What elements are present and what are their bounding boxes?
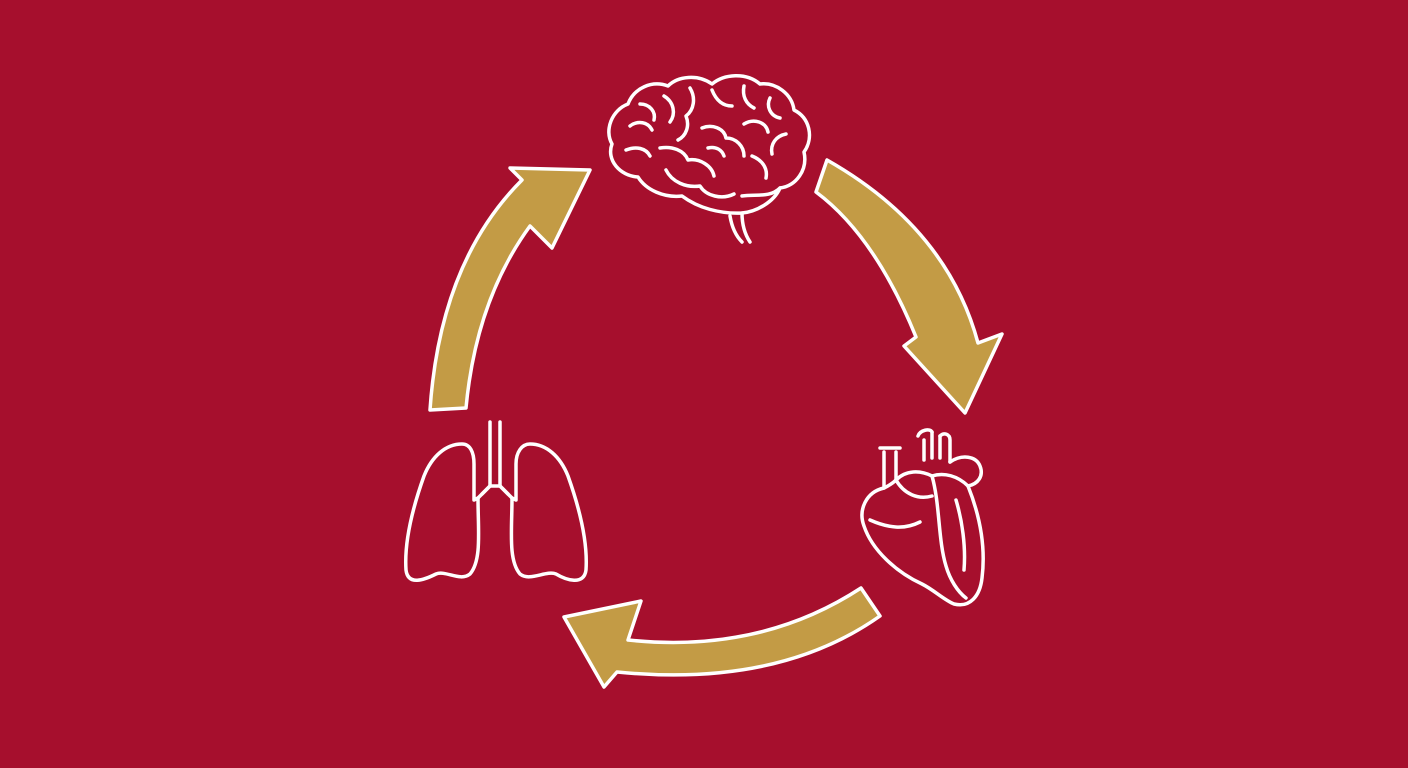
lungs-icon [403,420,589,582]
brain-icon [607,74,812,244]
arrow-brain-to-heart [814,158,1004,415]
arrow-heart-to-lungs [562,586,882,689]
heart-icon [860,428,985,607]
arrow-lungs-to-brain [428,166,592,412]
